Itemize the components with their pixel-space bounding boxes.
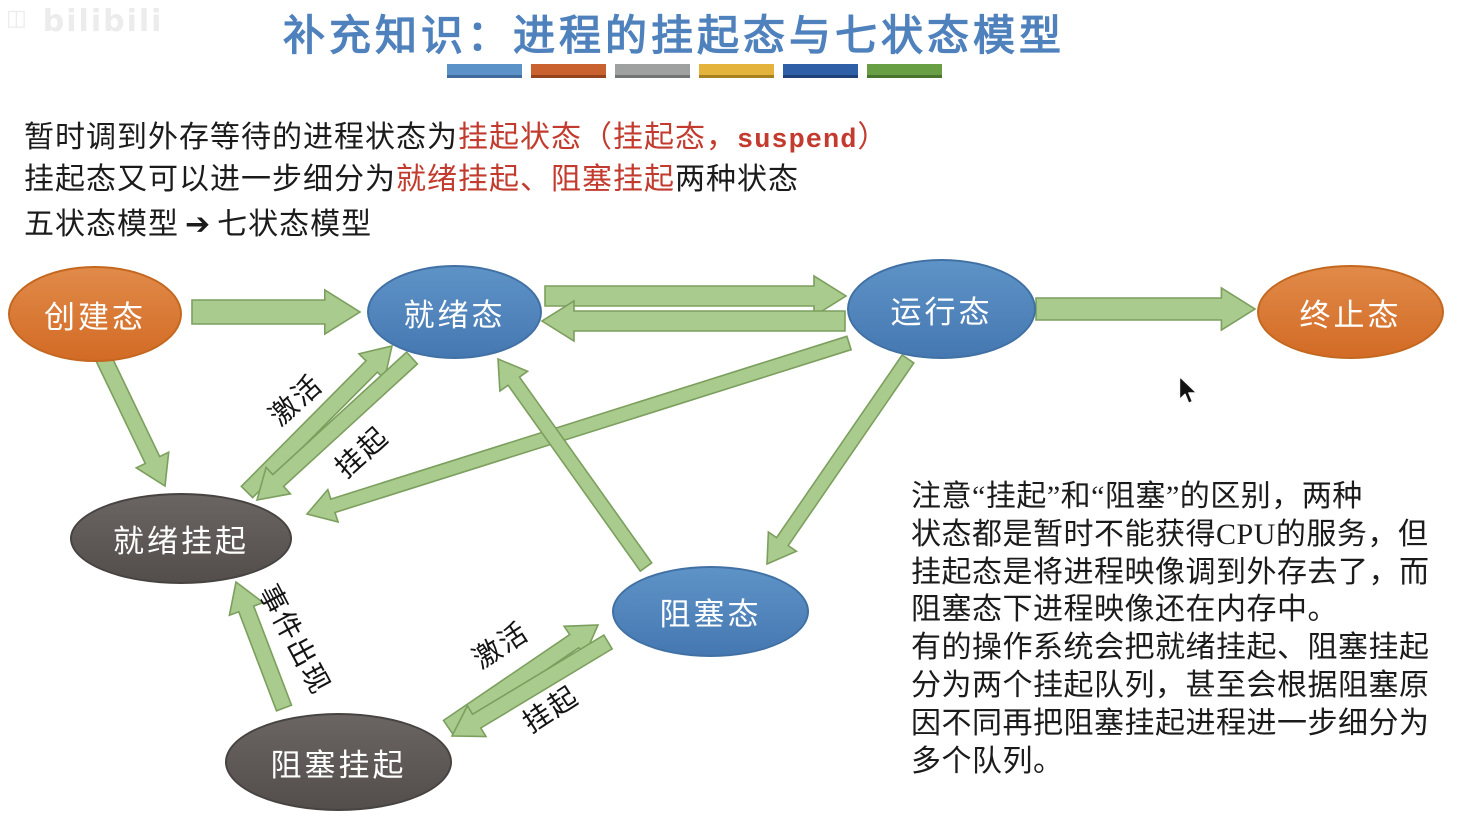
edge-running-to-ready <box>540 299 846 343</box>
edge-running-to-blocked <box>766 353 915 566</box>
bar-gold <box>699 64 774 78</box>
note-line-1: 注意“挂起”和“阻塞”的区别，两种 <box>911 480 1363 513</box>
note-line-6: 分为两个挂起队列，甚至会根据阻塞原 <box>911 668 1430 702</box>
note-line-5: 有的操作系统会把就绪挂起、阻塞挂起 <box>911 631 1430 665</box>
note-line-4: 阻塞态下进程映像还在内存中。 <box>911 593 1338 627</box>
intro-line-1: 暂时调到外存等待的进程状态为挂起状态（挂起态，suspend） <box>24 112 888 156</box>
intro-line2-red: 就绪挂起、阻塞挂起 <box>396 163 675 196</box>
bar-darkblue <box>783 64 858 78</box>
state-node-blocked-suspend: 阻塞挂起 <box>225 713 452 811</box>
bar-blue <box>447 64 522 78</box>
bilibili-watermark: ◫ bilibili <box>6 4 163 39</box>
edge-blocked-suspend-to-ready-suspend <box>228 580 293 712</box>
state-node-label: 就绪态 <box>403 297 506 333</box>
page-title: 补充知识：进程的挂起态与七状态模型 <box>283 12 1066 59</box>
state-node-terminated: 终止态 <box>1257 265 1444 359</box>
edge-ready-suspend-to-ready <box>240 344 394 499</box>
state-node-create: 创建态 <box>8 266 182 362</box>
transition-arrow-glyph: ➔ <box>185 207 212 242</box>
intro-line2-black2: 两种状态 <box>675 163 799 196</box>
edge-create-to-ready <box>191 288 362 336</box>
intro-line1-red: 挂起状态（挂起态，suspend） <box>458 121 889 156</box>
intro-line-3: 五状态模型➔七状态模型 <box>24 199 372 243</box>
state-node-label: 就绪挂起 <box>113 524 249 559</box>
state-node-label: 运行态 <box>890 294 993 330</box>
edge-ready-to-running <box>544 274 848 318</box>
state-node-running: 运行态 <box>847 259 1036 359</box>
note-text-block: 注意“挂起”和“阻塞”的区别，两种状态都是暂时不能获得CPU的服务，但挂起态是将… <box>911 478 1468 780</box>
mouse-cursor-icon <box>1178 375 1198 405</box>
edge-ready-to-ready-suspend <box>255 350 419 502</box>
bar-orange <box>531 64 606 78</box>
edge-running-to-ready-suspend <box>305 335 853 524</box>
state-node-ready-suspend: 就绪挂起 <box>70 493 292 584</box>
edge-blocked-to-blocked-suspend <box>450 633 614 738</box>
state-node-label: 阻塞态 <box>659 597 762 632</box>
bilibili-logo-text: bilibili <box>42 4 164 39</box>
state-node-label: 阻塞挂起 <box>270 747 407 783</box>
note-line-3: 挂起态是将进程映像调到外存去了，而 <box>911 555 1430 589</box>
divider-bars <box>447 64 942 78</box>
note-line-8: 多个队列。 <box>911 744 1064 778</box>
intro-line2-black1: 挂起态又可以进一步细分为 <box>24 163 396 196</box>
bar-gray <box>615 64 690 78</box>
edge-blocked-to-ready <box>497 357 653 573</box>
intro-line1-black: 暂时调到外存等待的进程状态为 <box>24 121 458 154</box>
state-node-ready: 就绪态 <box>367 265 542 359</box>
edge-running-to-terminated <box>1035 286 1257 332</box>
edge-create-to-ready-suspend <box>94 352 170 488</box>
seven-state-label: 七状态模型 <box>217 208 373 241</box>
state-node-label: 终止态 <box>1299 297 1402 333</box>
state-node-blocked: 阻塞态 <box>612 566 809 657</box>
five-state-label: 五状态模型 <box>24 208 179 241</box>
note-line-7: 因不同再把阻塞挂起进程进一步细分为 <box>911 706 1430 740</box>
bilibili-tv-icon: ◫ <box>6 6 29 31</box>
note-line-2: 状态都是暂时不能获得CPU的服务，但 <box>911 517 1429 551</box>
bar-green <box>867 64 942 78</box>
intro-line-2: 挂起态又可以进一步细分为就绪挂起、阻塞挂起两种状态 <box>24 154 799 198</box>
state-node-label: 创建态 <box>44 299 146 335</box>
